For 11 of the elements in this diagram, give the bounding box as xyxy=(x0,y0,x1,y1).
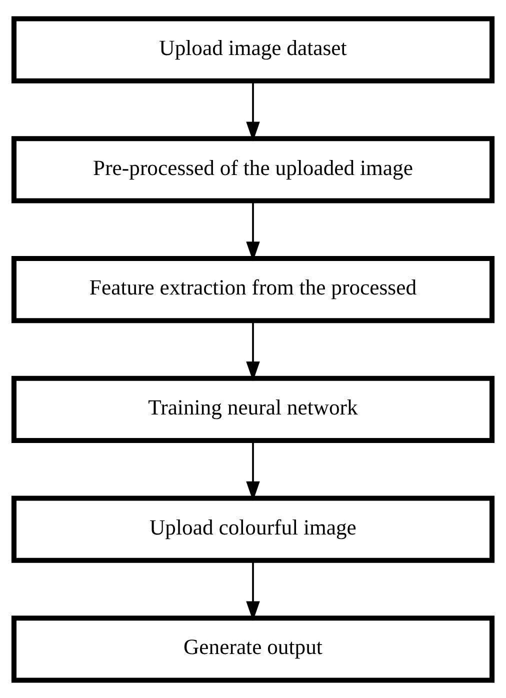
arrow xyxy=(246,200,260,261)
arrow xyxy=(246,80,260,141)
arrow xyxy=(246,320,260,381)
node-box: Training neural network xyxy=(11,375,495,443)
node-box: Upload colourful image xyxy=(11,495,495,562)
node-box: Feature extraction from the processed xyxy=(11,255,495,323)
node-box: Pre-processed of the uploaded image xyxy=(11,136,495,203)
node-box: Upload image dataset xyxy=(11,16,495,83)
node-box: Generate output xyxy=(11,615,495,682)
arrow xyxy=(246,560,260,620)
arrow xyxy=(246,440,260,501)
